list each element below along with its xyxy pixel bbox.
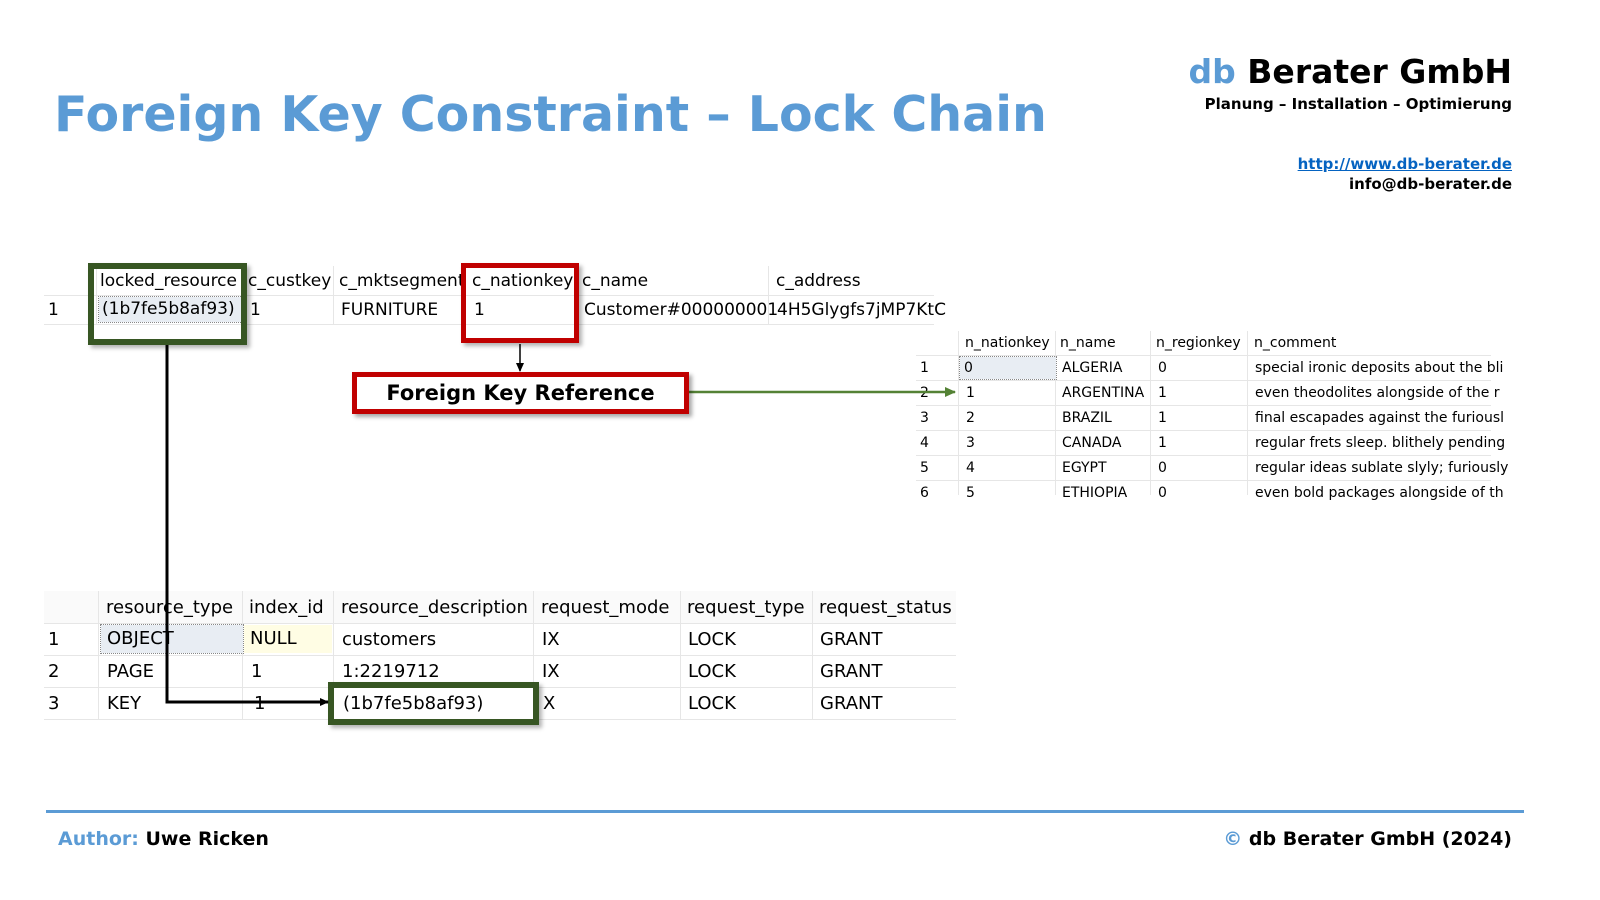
column-header-resource-type[interactable]: resource_type bbox=[106, 597, 234, 618]
table-cell[interactable]: 1 bbox=[966, 385, 975, 401]
table-cell[interactable]: (1b7fe5b8af93) bbox=[98, 296, 243, 323]
row-number: 3 bbox=[48, 693, 60, 714]
column-header-n-name[interactable]: n_name bbox=[1060, 335, 1116, 351]
table-cell[interactable]: 1:2219712 bbox=[342, 661, 440, 682]
brand-prefix: db bbox=[1188, 52, 1236, 91]
column-header-n-regionkey[interactable]: n_regionkey bbox=[1156, 335, 1241, 351]
author-label: Author: bbox=[58, 828, 139, 850]
table-cell[interactable]: GRANT bbox=[820, 629, 883, 650]
column-header-c-mktsegment[interactable]: c_mktsegment bbox=[339, 271, 465, 291]
table-cell[interactable]: 1 bbox=[1158, 435, 1167, 451]
copyright-text: db Berater GmbH (2024) bbox=[1248, 828, 1512, 850]
table-cell[interactable]: OBJECT bbox=[100, 624, 244, 654]
table-cell[interactable]: KEY bbox=[107, 693, 142, 714]
footer-copyright: © db Berater GmbH (2024) bbox=[1223, 828, 1512, 850]
footer-divider bbox=[46, 810, 1524, 813]
column-header-c-custkey[interactable]: c_custkey bbox=[248, 271, 332, 291]
table-cell[interactable]: special ironic deposits about the bli bbox=[1255, 360, 1504, 376]
website-link[interactable]: http://www.db-berater.de bbox=[1297, 155, 1512, 173]
column-header-request-status[interactable]: request_status bbox=[819, 597, 952, 618]
table-cell[interactable]: 4 bbox=[966, 460, 975, 476]
footer-author: Author: Uwe Ricken bbox=[58, 828, 269, 850]
row-number: 3 bbox=[920, 410, 929, 426]
table-cell[interactable]: 5 bbox=[966, 485, 975, 501]
key-lock-highlight bbox=[328, 682, 539, 725]
table-cell[interactable]: 1 bbox=[474, 300, 485, 320]
table-cell[interactable]: 0 bbox=[1158, 485, 1167, 501]
table-cell[interactable]: X bbox=[543, 693, 556, 714]
contact-info: http://www.db-berater.de info@db-berater… bbox=[1298, 154, 1512, 194]
row-number: 4 bbox=[920, 435, 929, 451]
column-header-c-nationkey[interactable]: c_nationkey bbox=[472, 271, 574, 291]
row-number: 5 bbox=[920, 460, 929, 476]
copyright-icon: © bbox=[1223, 828, 1243, 850]
column-header-n-comment[interactable]: n_comment bbox=[1254, 335, 1337, 351]
table-cell[interactable]: 0 bbox=[959, 356, 1057, 380]
column-header-index-id[interactable]: index_id bbox=[249, 597, 324, 618]
brand-logo: db Berater GmbH Planung – Installation –… bbox=[1189, 50, 1512, 114]
page-title: Foreign Key Constraint – Lock Chain bbox=[54, 86, 1047, 143]
table-cell[interactable]: BRAZIL bbox=[1062, 410, 1112, 426]
column-header-request-type[interactable]: request_type bbox=[687, 597, 805, 618]
table-cell[interactable]: 0 bbox=[1158, 360, 1167, 376]
table-cell[interactable]: 1 bbox=[251, 661, 263, 682]
table-cell[interactable]: regular frets sleep. blithely pending bbox=[1255, 435, 1506, 451]
foreign-key-reference-label: Foreign Key Reference bbox=[352, 372, 689, 414]
header-row-bg bbox=[44, 591, 956, 623]
table-cell[interactable]: regular ideas sublate slyly; furiously bbox=[1255, 460, 1509, 476]
table-cell[interactable]: 1 bbox=[250, 300, 261, 320]
brand-tagline: Planung – Installation – Optimierung bbox=[1204, 95, 1512, 113]
column-header-n-nationkey[interactable]: n_nationkey bbox=[965, 335, 1050, 351]
table-cell[interactable]: even theodolites alongside of the r bbox=[1255, 385, 1500, 401]
brand-name: Berater GmbH bbox=[1247, 52, 1512, 91]
table-cell[interactable]: 4H5Glygfs7jMP7KtC bbox=[777, 300, 946, 320]
table-cell[interactable]: even bold packages alongside of th bbox=[1255, 485, 1504, 501]
column-header-locked-resource[interactable]: locked_resource bbox=[100, 271, 237, 291]
table-cell[interactable]: CANADA bbox=[1062, 435, 1122, 451]
row-number: 1 bbox=[48, 629, 60, 650]
table-cell[interactable]: ALGERIA bbox=[1062, 360, 1123, 376]
contact-email: info@db-berater.de bbox=[1349, 175, 1512, 193]
table-cell[interactable]: FURNITURE bbox=[341, 300, 439, 320]
row-number: 6 bbox=[920, 485, 929, 501]
column-header-c-name[interactable]: c_name bbox=[582, 271, 649, 291]
row-number: 2 bbox=[48, 661, 60, 682]
table-cell-null[interactable]: NULL bbox=[244, 625, 332, 653]
nation-rows-viewport[interactable]: 1 0 ALGERIA 0 special ironic deposits ab… bbox=[916, 356, 1509, 501]
table-cell[interactable]: Customer#000000001 bbox=[584, 300, 779, 320]
table-cell[interactable]: IX bbox=[542, 661, 560, 682]
row-number: 1 bbox=[920, 360, 929, 376]
locked-resource-highlight bbox=[88, 263, 247, 345]
column-header-c-address[interactable]: c_address bbox=[776, 271, 861, 291]
table-cell[interactable]: EGYPT bbox=[1062, 460, 1107, 476]
row-number: 1 bbox=[48, 300, 59, 320]
table-cell[interactable]: IX bbox=[542, 629, 560, 650]
table-cell[interactable]: 1 bbox=[1158, 410, 1167, 426]
table-cell[interactable]: 1 bbox=[1158, 385, 1167, 401]
table-cell[interactable]: ARGENTINA bbox=[1062, 385, 1145, 401]
column-header-request-mode[interactable]: request_mode bbox=[541, 597, 670, 618]
table-cell[interactable]: ETHIOPIA bbox=[1062, 485, 1128, 501]
author-name: Uwe Ricken bbox=[145, 828, 269, 850]
lock-chain-arrow bbox=[165, 345, 329, 706]
nationkey-highlight bbox=[461, 263, 579, 343]
table-cell[interactable]: LOCK bbox=[688, 693, 736, 714]
table-cell[interactable]: final escapades against the furiousl bbox=[1255, 410, 1505, 426]
table-cell[interactable]: 2 bbox=[966, 410, 975, 426]
table-cell[interactable]: LOCK bbox=[688, 661, 736, 682]
table-cell[interactable]: customers bbox=[342, 629, 437, 650]
table-cell[interactable]: GRANT bbox=[820, 693, 883, 714]
table-cell[interactable]: 3 bbox=[966, 435, 975, 451]
table-cell[interactable]: PAGE bbox=[107, 661, 155, 682]
column-header-resource-description[interactable]: resource_description bbox=[341, 597, 528, 618]
table-cell[interactable]: 0 bbox=[1158, 460, 1167, 476]
table-cell[interactable]: (1b7fe5b8af93) bbox=[343, 693, 484, 714]
table-cell[interactable]: LOCK bbox=[688, 629, 736, 650]
table-cell[interactable]: GRANT bbox=[820, 661, 883, 682]
